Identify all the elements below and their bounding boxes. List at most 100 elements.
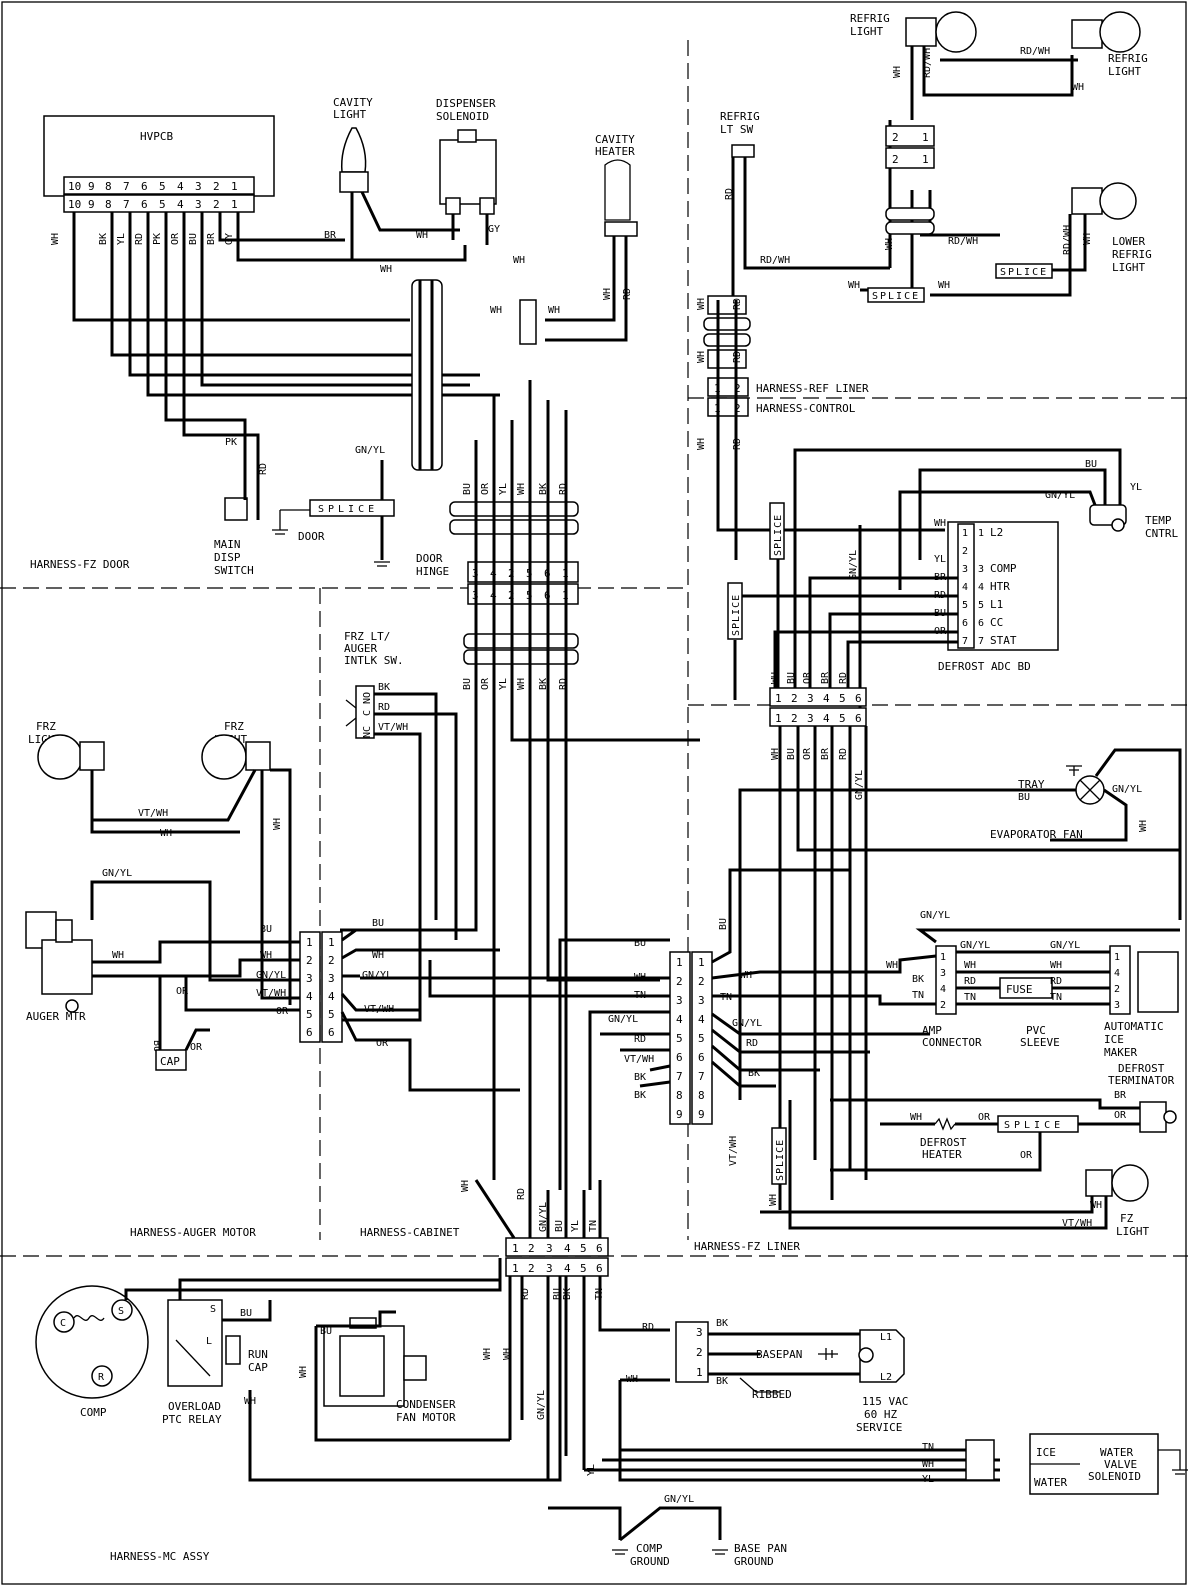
run-cap: RUN CAP bbox=[225, 1335, 268, 1374]
svg-text:RD: RD bbox=[642, 1322, 654, 1333]
svg-text:AUGER MTR: AUGER MTR bbox=[26, 1010, 86, 1023]
svg-text:BK: BK bbox=[748, 1068, 760, 1079]
hvpcb-wires bbox=[72, 212, 500, 520]
svg-text:WH: WH bbox=[848, 280, 860, 291]
svg-text:BU: BU bbox=[786, 748, 797, 760]
svg-text:WH: WH bbox=[490, 305, 502, 316]
svg-text:BU: BU bbox=[372, 918, 384, 929]
svg-text:GN/YL: GN/YL bbox=[102, 868, 132, 879]
refrig-light-1: REFRIG LIGHT bbox=[850, 11, 977, 53]
hinge-wire-labels-bottom: BU OR YL WH BK RD bbox=[462, 677, 569, 690]
svg-text:WH: WH bbox=[892, 66, 903, 78]
base-pan-ground: BASE PAN GROUND bbox=[712, 1542, 787, 1568]
svg-text:BU: BU bbox=[240, 1308, 252, 1319]
svg-text:BU: BU bbox=[151, 1040, 162, 1052]
svg-text:8: 8 bbox=[105, 180, 112, 193]
lower-refrig-light: LOWER REFRIG LIGHT bbox=[1071, 182, 1152, 274]
svg-text:BU: BU bbox=[260, 924, 272, 935]
defrost-adc-bd: DEFROST ADC BD bbox=[938, 521, 1059, 673]
svg-text:BK: BK bbox=[716, 1376, 728, 1387]
svg-text:SERVICE: SERVICE bbox=[856, 1421, 902, 1434]
svg-text:BK: BK bbox=[378, 682, 390, 693]
svg-text:BK: BK bbox=[538, 678, 549, 690]
svg-text:2: 2 bbox=[962, 546, 968, 557]
svg-text:2: 2 bbox=[892, 153, 899, 166]
svg-text:3: 3 bbox=[1114, 1000, 1120, 1011]
hvpcb-pins-bottom: 10 9 8 7 6 5 4 3 2 1 bbox=[68, 198, 238, 211]
svg-text:4: 4 bbox=[823, 692, 830, 705]
svg-text:DEFROST: DEFROST bbox=[920, 1136, 967, 1149]
svg-text:SOLENOID: SOLENOID bbox=[436, 110, 489, 123]
svg-text:2: 2 bbox=[528, 1242, 535, 1255]
auger-right-wires bbox=[340, 928, 520, 1092]
svg-text:C: C bbox=[362, 710, 373, 716]
svg-text:SPLICE: SPLICE bbox=[318, 504, 378, 515]
svg-text:4: 4 bbox=[1114, 968, 1120, 979]
svg-text:WH: WH bbox=[416, 230, 428, 241]
svg-text:LIGHT: LIGHT bbox=[1116, 1225, 1149, 1238]
svg-text:COMP: COMP bbox=[990, 562, 1017, 575]
svg-text:HEATER: HEATER bbox=[595, 145, 635, 158]
svg-text:9: 9 bbox=[698, 1108, 705, 1121]
svg-text:CAP: CAP bbox=[248, 1361, 268, 1374]
svg-text:4: 4 bbox=[177, 180, 184, 193]
fuse: FUSE PVC SLEEVE bbox=[999, 977, 1060, 1049]
svg-text:5: 5 bbox=[159, 180, 166, 193]
svg-text:BU: BU bbox=[188, 233, 199, 245]
svg-text:2: 2 bbox=[892, 131, 899, 144]
svg-text:DISPENSER: DISPENSER bbox=[436, 97, 496, 110]
svg-text:YL: YL bbox=[1130, 482, 1142, 493]
svg-text:BK: BK bbox=[634, 1072, 646, 1083]
svg-text:WH: WH bbox=[482, 1348, 493, 1360]
svg-text:RD: RD bbox=[838, 672, 849, 684]
svg-text:WH: WH bbox=[548, 305, 560, 316]
hinge-wire-labels-top: BU OR YL WH BK RD bbox=[462, 482, 569, 495]
svg-text:9: 9 bbox=[88, 198, 95, 211]
svg-text:C: C bbox=[60, 1318, 66, 1329]
svg-text:2: 2 bbox=[306, 954, 313, 967]
svg-text:WH: WH bbox=[884, 238, 895, 250]
svg-text:WH: WH bbox=[160, 828, 172, 839]
svg-text:1: 1 bbox=[231, 180, 238, 193]
svg-text:2: 2 bbox=[698, 975, 705, 988]
svg-text:GN/YL: GN/YL bbox=[256, 970, 286, 981]
service-plug: L1 L2 115 VAC 60 HZ SERVICE bbox=[856, 1329, 908, 1434]
svg-text:3: 3 bbox=[978, 564, 984, 575]
svg-text:SPLICE: SPLICE bbox=[773, 514, 784, 556]
svg-text:ICE: ICE bbox=[1036, 1446, 1056, 1459]
svg-text:1: 1 bbox=[775, 692, 782, 705]
svg-text:NO: NO bbox=[362, 692, 373, 704]
main-disp-switch: PK RD MAIN DISP SWITCH bbox=[214, 437, 269, 577]
splice-door bbox=[519, 299, 537, 345]
svg-text:TEMP: TEMP bbox=[1145, 514, 1172, 527]
svg-text:2: 2 bbox=[528, 1262, 535, 1275]
svg-text:SPLICE: SPLICE bbox=[775, 1139, 786, 1181]
svg-text:SPLICE: SPLICE bbox=[1000, 267, 1048, 278]
cabinet-connector: 1 2 3 4 5 6 1 2 3 4 5 6 bbox=[505, 1237, 609, 1277]
svg-text:1: 1 bbox=[1114, 952, 1120, 963]
defrost-heater: WH OR OR DEFROST HEATER bbox=[830, 1112, 1042, 1172]
water-valve-connector: TN WH YL bbox=[620, 1439, 995, 1485]
svg-text:WH: WH bbox=[50, 233, 61, 245]
svg-text:OR: OR bbox=[480, 482, 491, 495]
svg-text:LIGHT: LIGHT bbox=[1112, 261, 1145, 274]
svg-text:WH: WH bbox=[770, 748, 781, 760]
svg-text:WH: WH bbox=[626, 1374, 638, 1385]
svg-text:OR: OR bbox=[1114, 1110, 1127, 1121]
svg-text:YL: YL bbox=[570, 1220, 581, 1232]
auger-right-wire-labels: BU WH GN/YL VT/WH OR bbox=[362, 918, 394, 1049]
svg-text:OR: OR bbox=[1020, 1150, 1033, 1161]
svg-text:2: 2 bbox=[940, 1000, 946, 1011]
svg-text:2: 2 bbox=[676, 975, 683, 988]
cavity-light: CAVITY LIGHT bbox=[333, 96, 460, 260]
svg-text:BU: BU bbox=[1018, 792, 1030, 803]
svg-text:60 HZ: 60 HZ bbox=[864, 1408, 897, 1421]
svg-text:WH: WH bbox=[272, 818, 283, 830]
svg-text:LIGHT: LIGHT bbox=[333, 108, 366, 121]
svg-text:BR: BR bbox=[324, 230, 337, 241]
svg-text:1: 1 bbox=[512, 1262, 519, 1275]
svg-text:RD: RD bbox=[134, 233, 145, 245]
svg-text:WH: WH bbox=[1138, 820, 1149, 832]
svg-text:7: 7 bbox=[676, 1070, 683, 1083]
